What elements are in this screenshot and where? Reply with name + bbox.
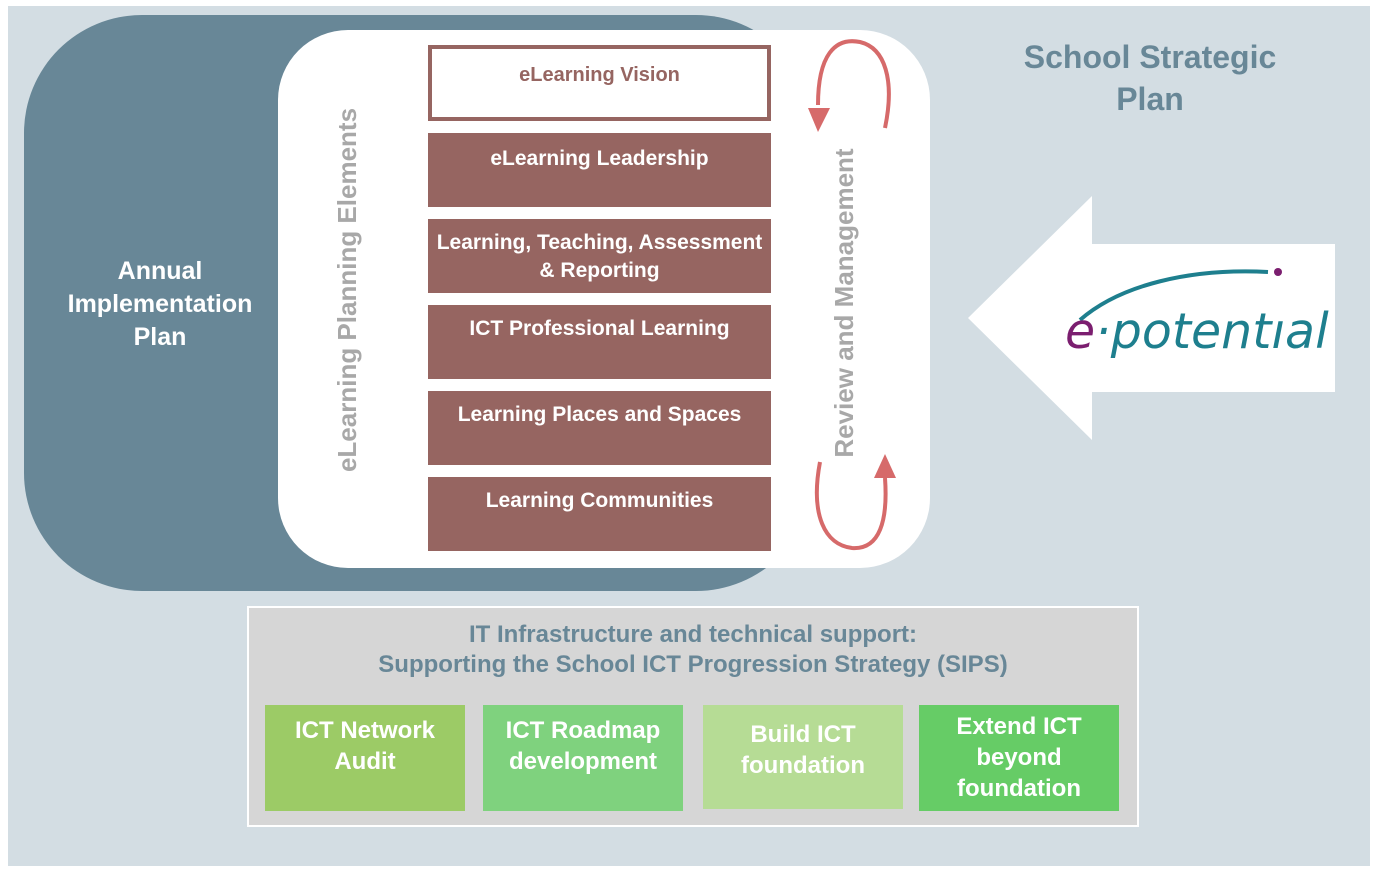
cycle-arrow-top-icon [816,39,891,129]
step-3-line-2: foundation [741,752,865,779]
step-2-line-1: ICT Roadmap [505,717,661,744]
aip-line-3: Plan [133,323,187,351]
logo-dot-icon [1274,268,1282,276]
element-elearning-vision: eLearning Vision [428,45,771,121]
cycle-arrow-top-head [808,108,830,132]
step-build-ict-foundation: Build ICT foundation [703,705,903,809]
logo-swoosh-icon [1078,269,1269,322]
aip-line-1: Annual [117,257,203,285]
annual-implementation-plan-label: Annual Implementation Plan [40,255,280,354]
epotential-logo: e·potentıal [1065,302,1329,362]
school-strategic-plan-title: School Strategic Plan [990,36,1310,120]
step-2-line-2: development [508,748,658,775]
step-4-line-1: Extend ICT [956,713,1082,740]
element-learning-teaching: Learning, Teaching, Assessment & Reporti… [428,219,771,293]
cycle-arrow-bottom-head [874,454,896,478]
ssp-line-1: School Strategic [1023,39,1277,75]
step-3-line-1: Build ICT [750,721,856,748]
school-plan-arrow-icon [968,196,1335,440]
step-ict-network-audit: ICT Network Audit [265,705,465,811]
step-1-line-2: Audit [334,748,396,775]
element-ict-professional-learning: ICT Professional Learning [428,305,771,379]
it-title-line-2: Supporting the School ICT Progression St… [378,651,1008,678]
it-title-line-1: IT Infrastructure and technical support: [468,621,918,648]
element-learning-communities: Learning Communities [428,477,771,551]
step-4-line-2: beyond [976,744,1062,771]
cycle-arrow-bottom-icon [814,461,888,551]
step-4-line-3: foundation [957,775,1081,802]
ssp-line-2: Plan [1116,81,1184,117]
element-elearning-leadership: eLearning Leadership [428,133,771,207]
logo-rest: ·potentıal [1095,303,1329,360]
step-ict-roadmap-development: ICT Roadmap development [483,705,683,811]
aip-line-2: Implementation [67,290,253,318]
step-1-line-1: ICT Network [294,717,435,744]
it-infrastructure-title: IT Infrastructure and technical support:… [247,620,1139,680]
element-learning-places-spaces: Learning Places and Spaces [428,391,771,465]
logo-e: e [1065,303,1096,360]
step-extend-ict-beyond-foundation: Extend ICT beyond foundation [919,705,1119,811]
